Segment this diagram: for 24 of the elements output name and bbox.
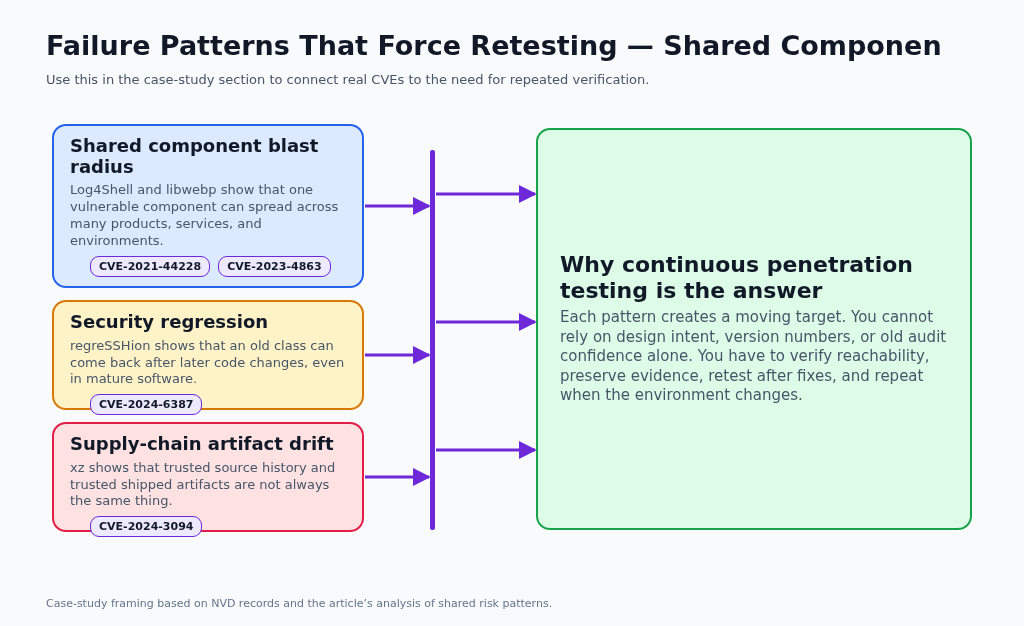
arrow xyxy=(436,441,537,459)
arrow xyxy=(365,468,431,486)
cve-badge: CVE-2024-6387 xyxy=(90,394,203,416)
arrow xyxy=(436,313,537,331)
card-heading: Shared component blast radius xyxy=(70,136,320,178)
pattern-card xyxy=(52,124,364,288)
arrow xyxy=(436,185,537,203)
arrow xyxy=(365,346,431,364)
card-description: Log4Shell and libwebp show that one vulnerable component can spread across many products, services, and environments. xyxy=(70,182,340,250)
cve-badge: CVE-2021-44228 xyxy=(90,255,211,277)
page-title: Failure Patterns That Force Retesting — Shared Componen xyxy=(46,30,942,61)
card-description: Each pattern creates a moving target. You cannot rely on design intent, version numbers, or old audit confidence alone. You have to verify reachability, preserve evidence, retest after fixes, and repeat when the environment changes. xyxy=(560,308,948,406)
divider-bar xyxy=(430,150,435,530)
card-heading: Why continuous penetration testing is the answer xyxy=(560,252,914,304)
card-heading: Supply-chain artifact drift xyxy=(70,434,335,455)
card-description: xz shows that trusted source history and trusted shipped artifacts are not always the same thing. xyxy=(70,459,337,511)
cve-badge: CVE-2023-4863 xyxy=(218,255,331,277)
summary-card xyxy=(536,128,972,530)
arrow xyxy=(365,197,431,215)
subtitle: Use this in the case-study section to connect real CVEs to the need for repeated verification. xyxy=(46,72,650,87)
footnote: Case-study framing based on NVD records and the article’s analysis of shared risk patterns. xyxy=(46,597,553,610)
cve-badge: CVE-2024-3094 xyxy=(90,516,203,538)
card-description: regreSSHion shows that an old class can come back after later code changes, even in mature software. xyxy=(70,337,346,389)
card-heading: Security regression xyxy=(70,312,270,333)
